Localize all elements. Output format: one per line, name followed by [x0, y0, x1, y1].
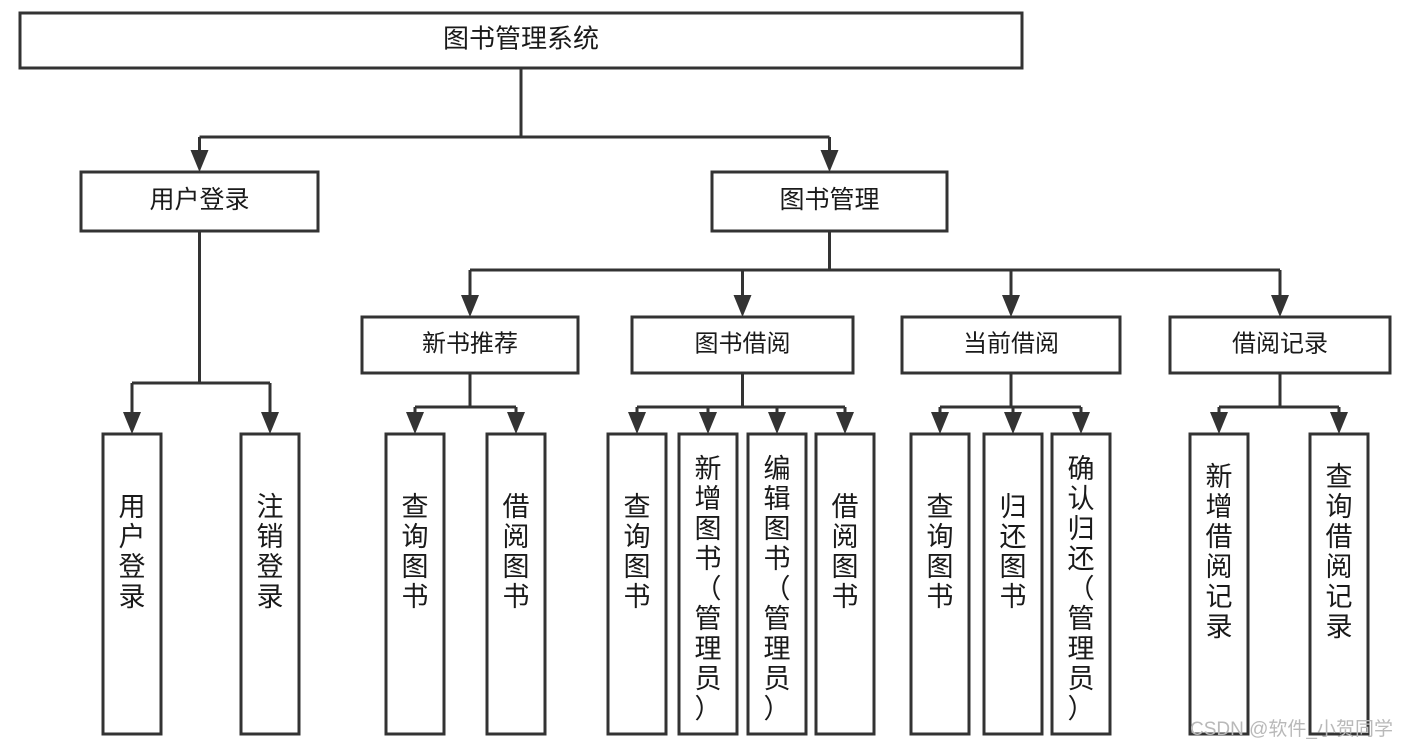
leaf-box: [982, 432, 1044, 736]
level3-node[interactable]: 图书借阅: [630, 315, 855, 375]
arrow-head-icon: [1210, 412, 1228, 434]
leaf-node[interactable]: 借阅图书: [814, 432, 876, 736]
level3-node-label: 当前借阅: [963, 330, 1059, 357]
leaf-label: 借阅图书: [832, 492, 859, 612]
leaf-node[interactable]: 注销登录: [239, 432, 301, 736]
leaf-box: [1308, 432, 1370, 736]
leaf-node[interactable]: 归还图书: [982, 432, 1044, 736]
arrow-head-icon: [1004, 412, 1022, 434]
leaf-box: [677, 432, 739, 736]
leaf-node[interactable]: 查询图书: [606, 432, 668, 736]
leaf-label: 新增借阅记录: [1206, 462, 1233, 642]
leaf-node[interactable]: 新增借阅记录: [1188, 432, 1250, 736]
leaf-node[interactable]: 查询图书: [909, 432, 971, 736]
leaf-label: 查询图书: [402, 492, 429, 612]
leaf-label: 注销登录: [257, 492, 284, 612]
leaf-label: 查询图书: [927, 492, 954, 612]
arrow-head-icon: [1002, 295, 1020, 317]
leaf-box: [606, 432, 668, 736]
level2-node-box: [79, 170, 320, 233]
level2-node[interactable]: 用户登录: [79, 170, 320, 233]
level3-node-box: [900, 315, 1122, 375]
level3-node[interactable]: 新书推荐: [360, 315, 580, 375]
connector-layer: [123, 68, 1348, 434]
level3-node-label: 借阅记录: [1232, 330, 1328, 357]
leaf-box: [1050, 432, 1112, 736]
level2-node[interactable]: 图书管理: [710, 170, 949, 233]
leaf-node[interactable]: 查询借阅记录: [1308, 432, 1370, 736]
level2-node-label: 图书管理: [779, 186, 879, 214]
leaf-box: [814, 432, 876, 736]
arrow-head-icon: [836, 412, 854, 434]
leaf-box: [909, 432, 971, 736]
root-node-box: [18, 11, 1024, 70]
arrow-head-icon: [507, 412, 525, 434]
arrow-head-icon: [461, 295, 479, 317]
level3-node-box: [630, 315, 855, 375]
leaf-box: [101, 432, 163, 736]
level2-node-label: 用户登录: [149, 186, 249, 214]
level2-node-box: [710, 170, 949, 233]
leaf-label: 编辑图书（管理员）: [764, 454, 791, 724]
arrow-head-icon: [768, 412, 786, 434]
root-node[interactable]: 图书管理系统: [18, 11, 1024, 70]
leaf-label: 借阅图书: [503, 492, 530, 612]
arrow-head-icon: [699, 412, 717, 434]
level3-node-box: [360, 315, 580, 375]
node-layer: 图书管理系统用户登录图书管理新书推荐图书借阅当前借阅借阅记录用户登录注销登录查询…: [18, 11, 1392, 736]
leaf-label: 查询图书: [624, 492, 651, 612]
arrow-head-icon: [931, 412, 949, 434]
level3-node[interactable]: 借阅记录: [1168, 315, 1392, 375]
arrow-head-icon: [820, 150, 839, 172]
leaf-label: 归还图书: [1000, 492, 1027, 612]
leaf-box: [239, 432, 301, 736]
arrow-head-icon: [123, 412, 141, 434]
arrow-head-icon: [1330, 412, 1348, 434]
leaf-box: [485, 432, 547, 736]
leaf-box: [1188, 432, 1250, 736]
leaf-node[interactable]: 借阅图书: [485, 432, 547, 736]
leaf-label: 确认归还（管理员）: [1068, 454, 1095, 724]
arrow-head-icon: [1072, 412, 1090, 434]
arrow-head-icon: [733, 295, 752, 317]
arrow-head-icon: [1271, 295, 1289, 317]
root-node-label: 图书管理系统: [443, 23, 599, 53]
leaf-node[interactable]: 新增图书（管理员）: [677, 432, 739, 736]
leaf-label: 查询借阅记录: [1326, 462, 1353, 642]
leaf-box: [384, 432, 446, 736]
leaf-node[interactable]: 编辑图书（管理员）: [746, 432, 808, 736]
leaf-label: 用户登录: [119, 492, 146, 612]
leaf-node[interactable]: 确认归还（管理员）: [1050, 432, 1112, 736]
leaf-label: 新增图书（管理员）: [695, 454, 722, 724]
arrow-head-icon: [628, 412, 646, 434]
leaf-node[interactable]: 用户登录: [101, 432, 163, 736]
arrow-head-icon: [261, 412, 279, 434]
level3-node-label: 图书借阅: [695, 330, 791, 357]
level3-node-box: [1168, 315, 1392, 375]
leaf-box: [746, 432, 808, 736]
level3-node-label: 新书推荐: [422, 330, 518, 357]
level3-node[interactable]: 当前借阅: [900, 315, 1122, 375]
arrow-head-icon: [406, 412, 424, 434]
arrow-head-icon: [190, 150, 209, 172]
leaf-node[interactable]: 查询图书: [384, 432, 446, 736]
